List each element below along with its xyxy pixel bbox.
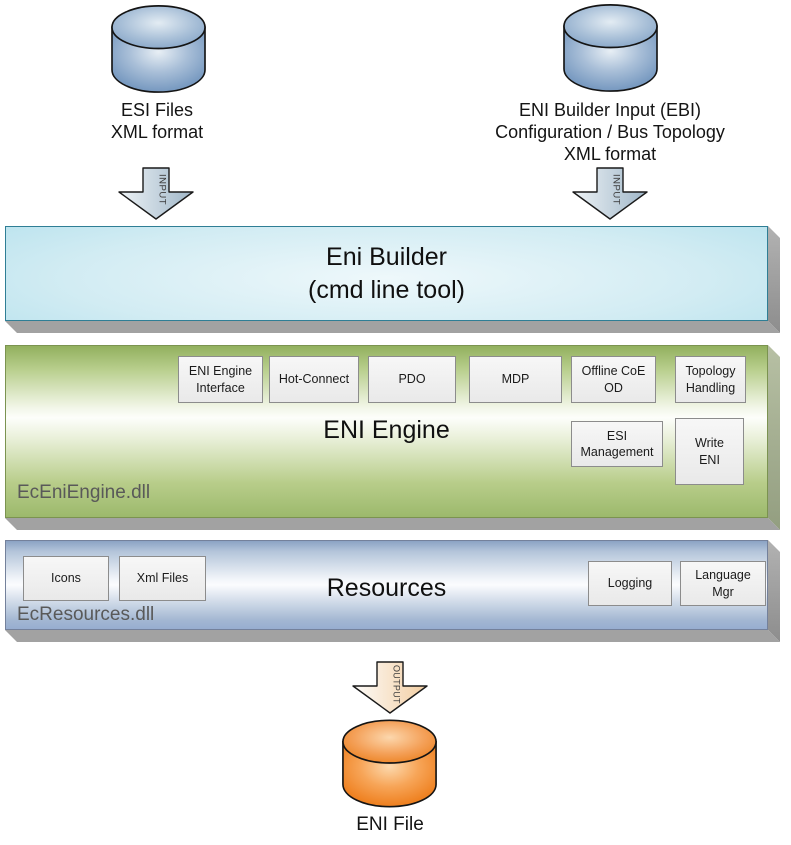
builder-bar-bottom-shadow (5, 321, 780, 333)
ebi-label-line2: Configuration / Bus Topology (495, 122, 725, 142)
input-arrow-left: INPUT (118, 167, 194, 220)
resources-module-language-mgr: Language Mgr (680, 561, 766, 606)
resources-module-icons: Icons (23, 556, 109, 601)
input-arrow-right-label: INPUT (611, 174, 622, 205)
ebi-label-line1: ENI Builder Input (EBI) (518, 100, 702, 120)
database-icon-ebi (563, 4, 658, 92)
database-icon-eni-file (342, 719, 437, 808)
engine-module-mdp: MDP (469, 356, 562, 403)
resources-bar-bottom-shadow (5, 630, 780, 642)
input-arrow-right: INPUT (572, 167, 648, 220)
resources-title: Resources (326, 574, 447, 602)
eni-builder-block: Eni Builder (cmd line tool) (5, 226, 768, 321)
engine-bar-side-shadow (768, 345, 780, 530)
eni-builder-title-line1: Eni Builder (326, 242, 447, 271)
output-arrow-label: OUTPUT (392, 665, 402, 704)
engine-module-offline-coe-od: Offline CoE OD (571, 356, 656, 403)
engine-module-topology-handling: Topology Handling (675, 356, 746, 403)
engine-module-esi-management: ESI Management (571, 421, 663, 467)
esi-files-label-line2: XML format (110, 122, 204, 142)
builder-bar-side-shadow (768, 226, 780, 333)
resources-module-logging: Logging (588, 561, 672, 606)
engine-module-hot-connect: Hot-Connect (269, 356, 359, 403)
engine-module-eni-engine-interface: ENI Engine Interface (178, 356, 263, 403)
engine-bar-bottom-shadow (5, 518, 780, 530)
output-arrow: OUTPUT (352, 661, 428, 714)
ebi-label-line3: XML format (563, 144, 657, 164)
eni-file-label: ENI File (356, 814, 424, 835)
resources-module-xml-files: Xml Files (119, 556, 206, 601)
resources-bar-side-shadow (768, 540, 780, 642)
input-arrow-left-label: INPUT (157, 174, 168, 205)
database-icon-esi-files (111, 5, 206, 93)
ebi-label: ENI Builder Input (EBI) Configuration / … (460, 99, 760, 165)
eni-engine-title: ENI Engine (323, 416, 450, 444)
esi-files-label: ESI Files XML format (32, 99, 282, 143)
engine-module-pdo: PDO (368, 356, 456, 403)
engine-module-write-eni: Write ENI (675, 418, 744, 485)
eni-engine-dll-label: EcEniEngine.dll (17, 482, 151, 503)
esi-files-label-line1: ESI Files (120, 100, 194, 120)
eni-builder-title-line2: (cmd line tool) (308, 275, 465, 304)
resources-dll-label: EcResources.dll (17, 604, 155, 625)
